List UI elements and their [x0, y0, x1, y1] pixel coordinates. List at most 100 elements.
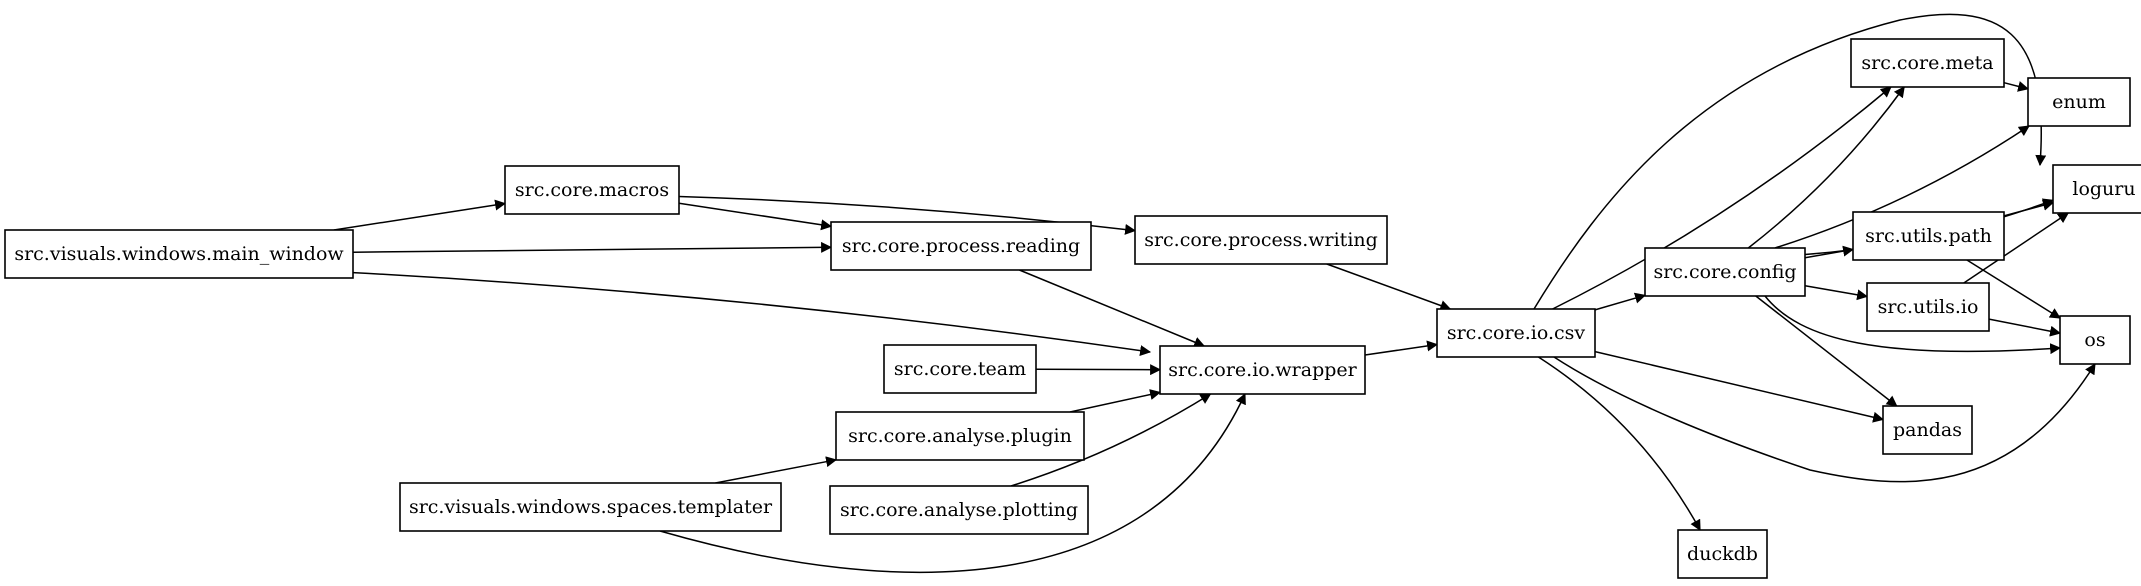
edge-line [1364, 340, 1439, 356]
node-team: src.core.team [883, 344, 1037, 394]
edge-config-to-meta [1747, 86, 1905, 249]
edge-line [1533, 13, 2047, 310]
node-box [1882, 405, 1973, 455]
node-label: src.core.process.writing [1144, 229, 1378, 251]
edge-csv-to-config [1594, 292, 1647, 311]
node-label: loguru [2072, 178, 2135, 200]
edge-templater-to-wrapper [659, 393, 1246, 574]
node-label: src.visuals.windows.main_window [14, 243, 344, 265]
node-box [883, 344, 1037, 394]
node-label: duckdb [1687, 543, 1758, 565]
node-box [1677, 529, 1768, 579]
node-box [1159, 345, 1366, 395]
node-config: src.core.config [1644, 247, 1806, 297]
edge-csv-to-pandas [1594, 350, 1885, 423]
node-label: src.core.config [1653, 261, 1796, 283]
node-reading: src.core.process.reading [830, 221, 1092, 271]
node-label: src.core.io.wrapper [1168, 359, 1357, 381]
edge-config-to-os [1764, 295, 2062, 355]
edge-line [1804, 285, 1869, 301]
edges-layer [333, 13, 2096, 574]
edge-line [1594, 350, 1885, 423]
node-label: src.visuals.windows.spaces.templater [409, 496, 773, 518]
node-box [1866, 282, 1990, 332]
edge-line [1537, 356, 1701, 531]
edge-reading-to-wrapper [1019, 269, 1206, 348]
edge-line [2003, 199, 2055, 217]
edge-line [1747, 86, 1905, 249]
node-label: src.core.macros [515, 179, 669, 201]
edge-line [1326, 263, 1452, 311]
node-label: src.core.analyse.plugin [848, 425, 1072, 447]
edge-line [1010, 393, 1212, 487]
edge-line [352, 241, 833, 253]
node-label: src.core.io.csv [1447, 322, 1586, 344]
node-label: enum [2052, 91, 2106, 113]
node-label: pandas [1893, 419, 1962, 441]
edge-line [1804, 245, 1855, 259]
edge-plotting-to-wrapper [1010, 393, 1212, 487]
node-box [2052, 164, 2141, 214]
edge-line [2003, 81, 2030, 92]
edge-line [1764, 295, 2062, 355]
node-templater: src.visuals.windows.spaces.templater [399, 482, 782, 532]
node-box [504, 165, 680, 215]
edge-line [1963, 212, 2070, 284]
edge-writing-to-csv [1326, 263, 1452, 311]
node-label: src.core.process.reading [842, 235, 1080, 257]
edge-line [1019, 269, 1206, 348]
edge-line [715, 456, 838, 484]
edge-macros-to-reading [678, 202, 833, 231]
edge-config-to-pandas [1755, 295, 1898, 407]
node-os: os [2059, 315, 2131, 365]
node-box [830, 221, 1092, 271]
edge-path-to-loguru [2003, 199, 2055, 217]
edge-config-to-enum [1774, 125, 2030, 249]
node-enum: enum [2027, 77, 2131, 127]
edge-main_window-to-macros [333, 199, 507, 231]
node-box [1852, 211, 2005, 261]
node-main_window: src.visuals.windows.main_window [4, 229, 354, 279]
edge-uio-to-os [1988, 318, 2062, 337]
edge-csv-to-os [1553, 356, 2096, 483]
edge-line [1552, 86, 1892, 310]
node-path: src.utils.path [1852, 211, 2005, 261]
node-loguru: loguru [2052, 164, 2141, 214]
edge-meta-to-enum [2003, 81, 2030, 92]
node-box [829, 485, 1089, 535]
edge-line [1069, 389, 1162, 413]
node-duckdb: duckdb [1677, 529, 1768, 579]
edge-csv-to-meta [1552, 86, 1892, 310]
node-csv: src.core.io.csv [1436, 308, 1596, 358]
edge-line [678, 202, 833, 231]
node-wrapper: src.core.io.wrapper [1159, 345, 1366, 395]
node-label: src.core.meta [1861, 52, 1993, 74]
node-box [1850, 38, 2005, 88]
edge-csv-to-loguru [1533, 13, 2047, 310]
edge-line [1755, 295, 1898, 407]
node-plugin: src.core.analyse.plugin [835, 411, 1085, 461]
node-box [1644, 247, 1806, 297]
node-box [2059, 315, 2131, 365]
node-meta: src.core.meta [1850, 38, 2005, 88]
node-label: os [2084, 329, 2105, 351]
node-label: src.utils.io [1878, 296, 1979, 318]
edge-templater-to-plugin [715, 456, 838, 484]
node-box [2027, 77, 2131, 127]
node-writing: src.core.process.writing [1134, 215, 1388, 265]
node-box [1134, 215, 1388, 265]
edge-line [1594, 292, 1647, 311]
edge-csv-to-duckdb [1537, 356, 1701, 531]
node-uio: src.utils.io [1866, 282, 1990, 332]
edge-line [1553, 356, 2096, 483]
edge-line [1774, 125, 2030, 249]
node-box [1436, 308, 1596, 358]
node-macros: src.core.macros [504, 165, 680, 215]
edge-main_window-to-reading [352, 241, 833, 253]
node-pandas: pandas [1882, 405, 1973, 455]
node-label: src.core.analyse.plotting [840, 499, 1078, 521]
node-plotting: src.core.analyse.plotting [829, 485, 1089, 535]
node-label: src.core.team [894, 358, 1026, 380]
